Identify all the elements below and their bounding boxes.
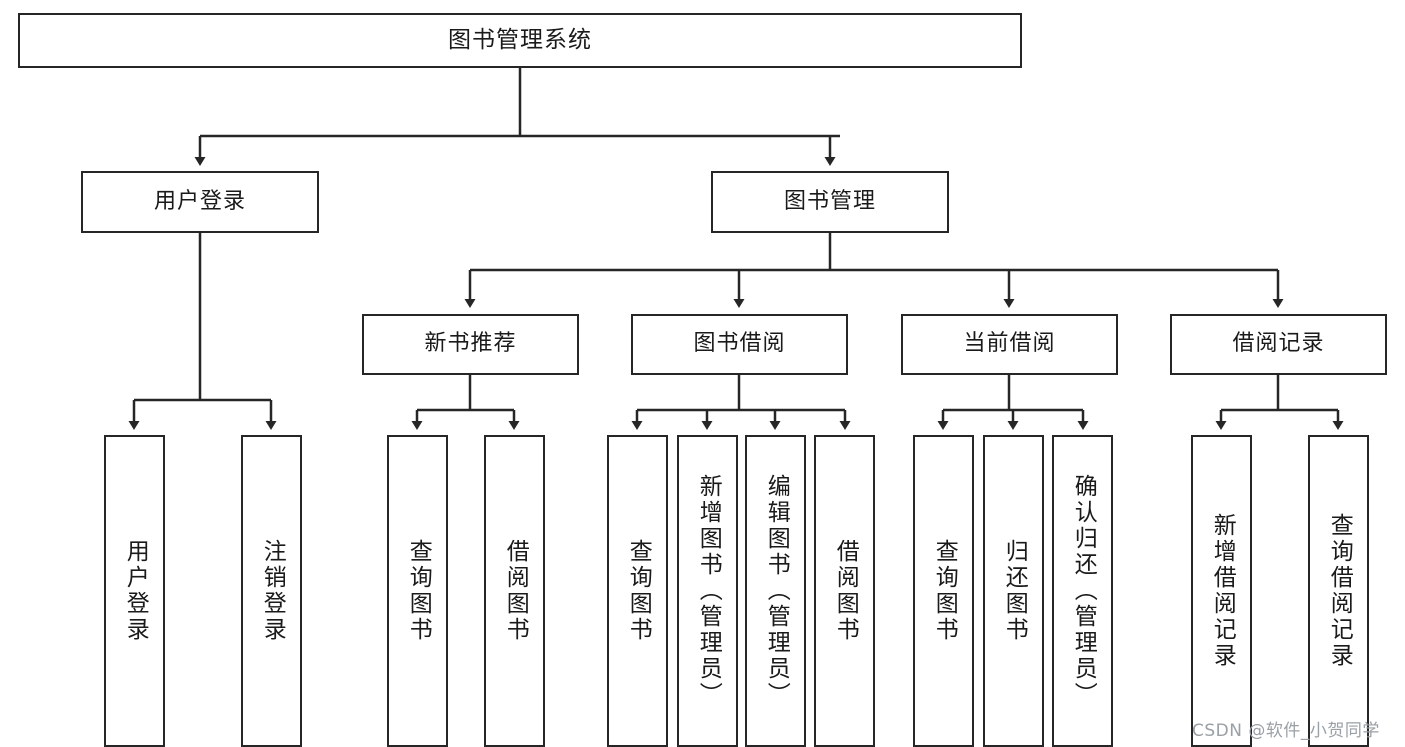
node-current-borrow-label: 当前借阅: [963, 331, 1056, 357]
node-borrow-record-label: 借阅记录: [1232, 331, 1325, 357]
leaf-confirm-return-admin-label: 确认归还（管理员）: [1070, 474, 1097, 708]
node-borrow-record[interactable]: 借阅记录: [1170, 314, 1387, 375]
csdn-watermark: CSDN @软件_小贺同学: [1192, 721, 1380, 741]
leaf-query-book-current[interactable]: 查询图书: [913, 435, 974, 747]
node-user-login-label: 用户登录: [153, 188, 246, 214]
node-book-borrow[interactable]: 图书借阅: [631, 314, 848, 375]
leaf-logout-label: 注销登录: [259, 539, 286, 643]
leaf-query-book-rec[interactable]: 查询图书: [387, 435, 448, 747]
node-current-borrow[interactable]: 当前借阅: [901, 314, 1118, 375]
leaf-add-borrow-record-label: 新增借阅记录: [1209, 513, 1236, 669]
leaf-edit-book-admin[interactable]: 编辑图书（管理员）: [745, 435, 806, 747]
leaf-query-book-borrow-label: 查询图书: [625, 539, 652, 643]
leaf-add-book-admin-label: 新增图书（管理员）: [695, 474, 722, 708]
leaf-return-book-label: 归还图书: [1001, 539, 1028, 643]
leaf-user-login-label: 用户登录: [122, 539, 149, 643]
node-new-book-recommend[interactable]: 新书推荐: [362, 314, 579, 375]
node-book-borrow-label: 图书借阅: [693, 331, 786, 357]
leaf-query-borrow-record[interactable]: 查询借阅记录: [1308, 435, 1369, 747]
node-root-label: 图书管理系统: [448, 26, 592, 53]
node-book-management[interactable]: 图书管理: [711, 171, 949, 233]
node-user-login[interactable]: 用户登录: [81, 171, 319, 233]
leaf-borrow-book-rec[interactable]: 借阅图书: [484, 435, 545, 747]
leaf-borrow-book-label: 借阅图书: [832, 539, 859, 643]
leaf-user-login[interactable]: 用户登录: [104, 435, 165, 747]
leaf-add-borrow-record[interactable]: 新增借阅记录: [1191, 435, 1252, 747]
leaf-confirm-return-admin[interactable]: 确认归还（管理员）: [1052, 435, 1113, 747]
node-book-management-label: 图书管理: [783, 188, 876, 214]
leaf-borrow-book[interactable]: 借阅图书: [814, 435, 875, 747]
leaf-query-book-current-label: 查询图书: [931, 539, 958, 643]
leaf-query-book-rec-label: 查询图书: [405, 539, 432, 643]
leaf-add-book-admin[interactable]: 新增图书（管理员）: [677, 435, 738, 747]
node-root[interactable]: 图书管理系统: [18, 13, 1022, 68]
leaf-logout[interactable]: 注销登录: [241, 435, 302, 747]
leaf-query-borrow-record-label: 查询借阅记录: [1326, 513, 1353, 669]
leaf-query-book-borrow[interactable]: 查询图书: [607, 435, 668, 747]
node-new-book-recommend-label: 新书推荐: [424, 331, 517, 357]
leaf-edit-book-admin-label: 编辑图书（管理员）: [763, 474, 790, 708]
leaf-borrow-book-rec-label: 借阅图书: [502, 539, 529, 643]
leaf-return-book[interactable]: 归还图书: [983, 435, 1044, 747]
